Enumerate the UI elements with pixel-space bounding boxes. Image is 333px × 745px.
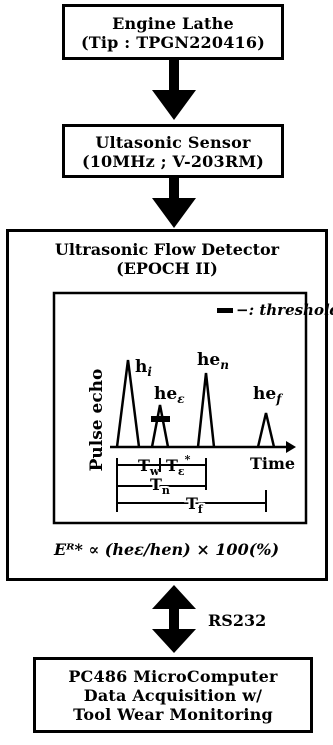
threshold-bar bbox=[151, 416, 170, 422]
ratio-formula: Eᴿ* ∝ (heε/hen) × 100(%) bbox=[53, 540, 280, 559]
peak-he-n bbox=[196, 372, 216, 448]
y-axis-label: Pulse echo bbox=[87, 369, 107, 472]
ultrasonic-sensor-box: Ultasonic Sensor (10MHz ; V-203RM) bbox=[62, 124, 284, 178]
pc486-box: PC486 MicroComputer Data Acquisition w/ … bbox=[33, 657, 313, 733]
x-axis-label: Time bbox=[250, 454, 295, 473]
peak-hi bbox=[115, 359, 141, 448]
pc-line-2: Data Acquisition w/ bbox=[83, 686, 263, 705]
engine-lathe-title: Engine Lathe bbox=[112, 14, 234, 33]
detector-title: Ultrasonic Flow Detector bbox=[54, 240, 280, 259]
label-te: Tε* bbox=[166, 453, 191, 478]
arrow-down-1 bbox=[152, 60, 196, 120]
label-he-n: hen bbox=[197, 350, 229, 372]
plot-frame bbox=[52, 291, 308, 525]
label-tw: Tw bbox=[138, 456, 160, 478]
label-he-epsilon: heε bbox=[154, 384, 185, 406]
threshold-legend-label: −: threshold bbox=[236, 301, 333, 319]
label-he-f: hef bbox=[253, 384, 283, 406]
sensor-spec: (10MHz ; V-203RM) bbox=[81, 152, 265, 171]
pc-line-1: PC486 MicroComputer bbox=[68, 667, 278, 686]
engine-lathe-box: Engine Lathe (Tip : TPGN220416) bbox=[62, 4, 284, 60]
rs232-label: RS232 bbox=[208, 611, 267, 630]
engine-lathe-tip: (Tip : TPGN220416) bbox=[81, 33, 265, 52]
label-tn: Tn bbox=[150, 475, 170, 497]
peak-he-epsilon bbox=[150, 404, 170, 448]
detector-model: (EPOCH II) bbox=[116, 259, 218, 278]
label-hi: hi bbox=[135, 357, 152, 379]
peak-he-f bbox=[256, 412, 276, 448]
threshold-legend-swatch bbox=[217, 308, 233, 313]
sensor-title: Ultasonic Sensor bbox=[95, 133, 251, 152]
arrow-down-2 bbox=[152, 178, 196, 228]
time-axis-arrowhead bbox=[286, 441, 296, 453]
arrow-bidirectional bbox=[152, 585, 196, 653]
pc-line-3: Tool Wear Monitoring bbox=[73, 705, 273, 724]
label-tf: Tf bbox=[186, 494, 204, 516]
